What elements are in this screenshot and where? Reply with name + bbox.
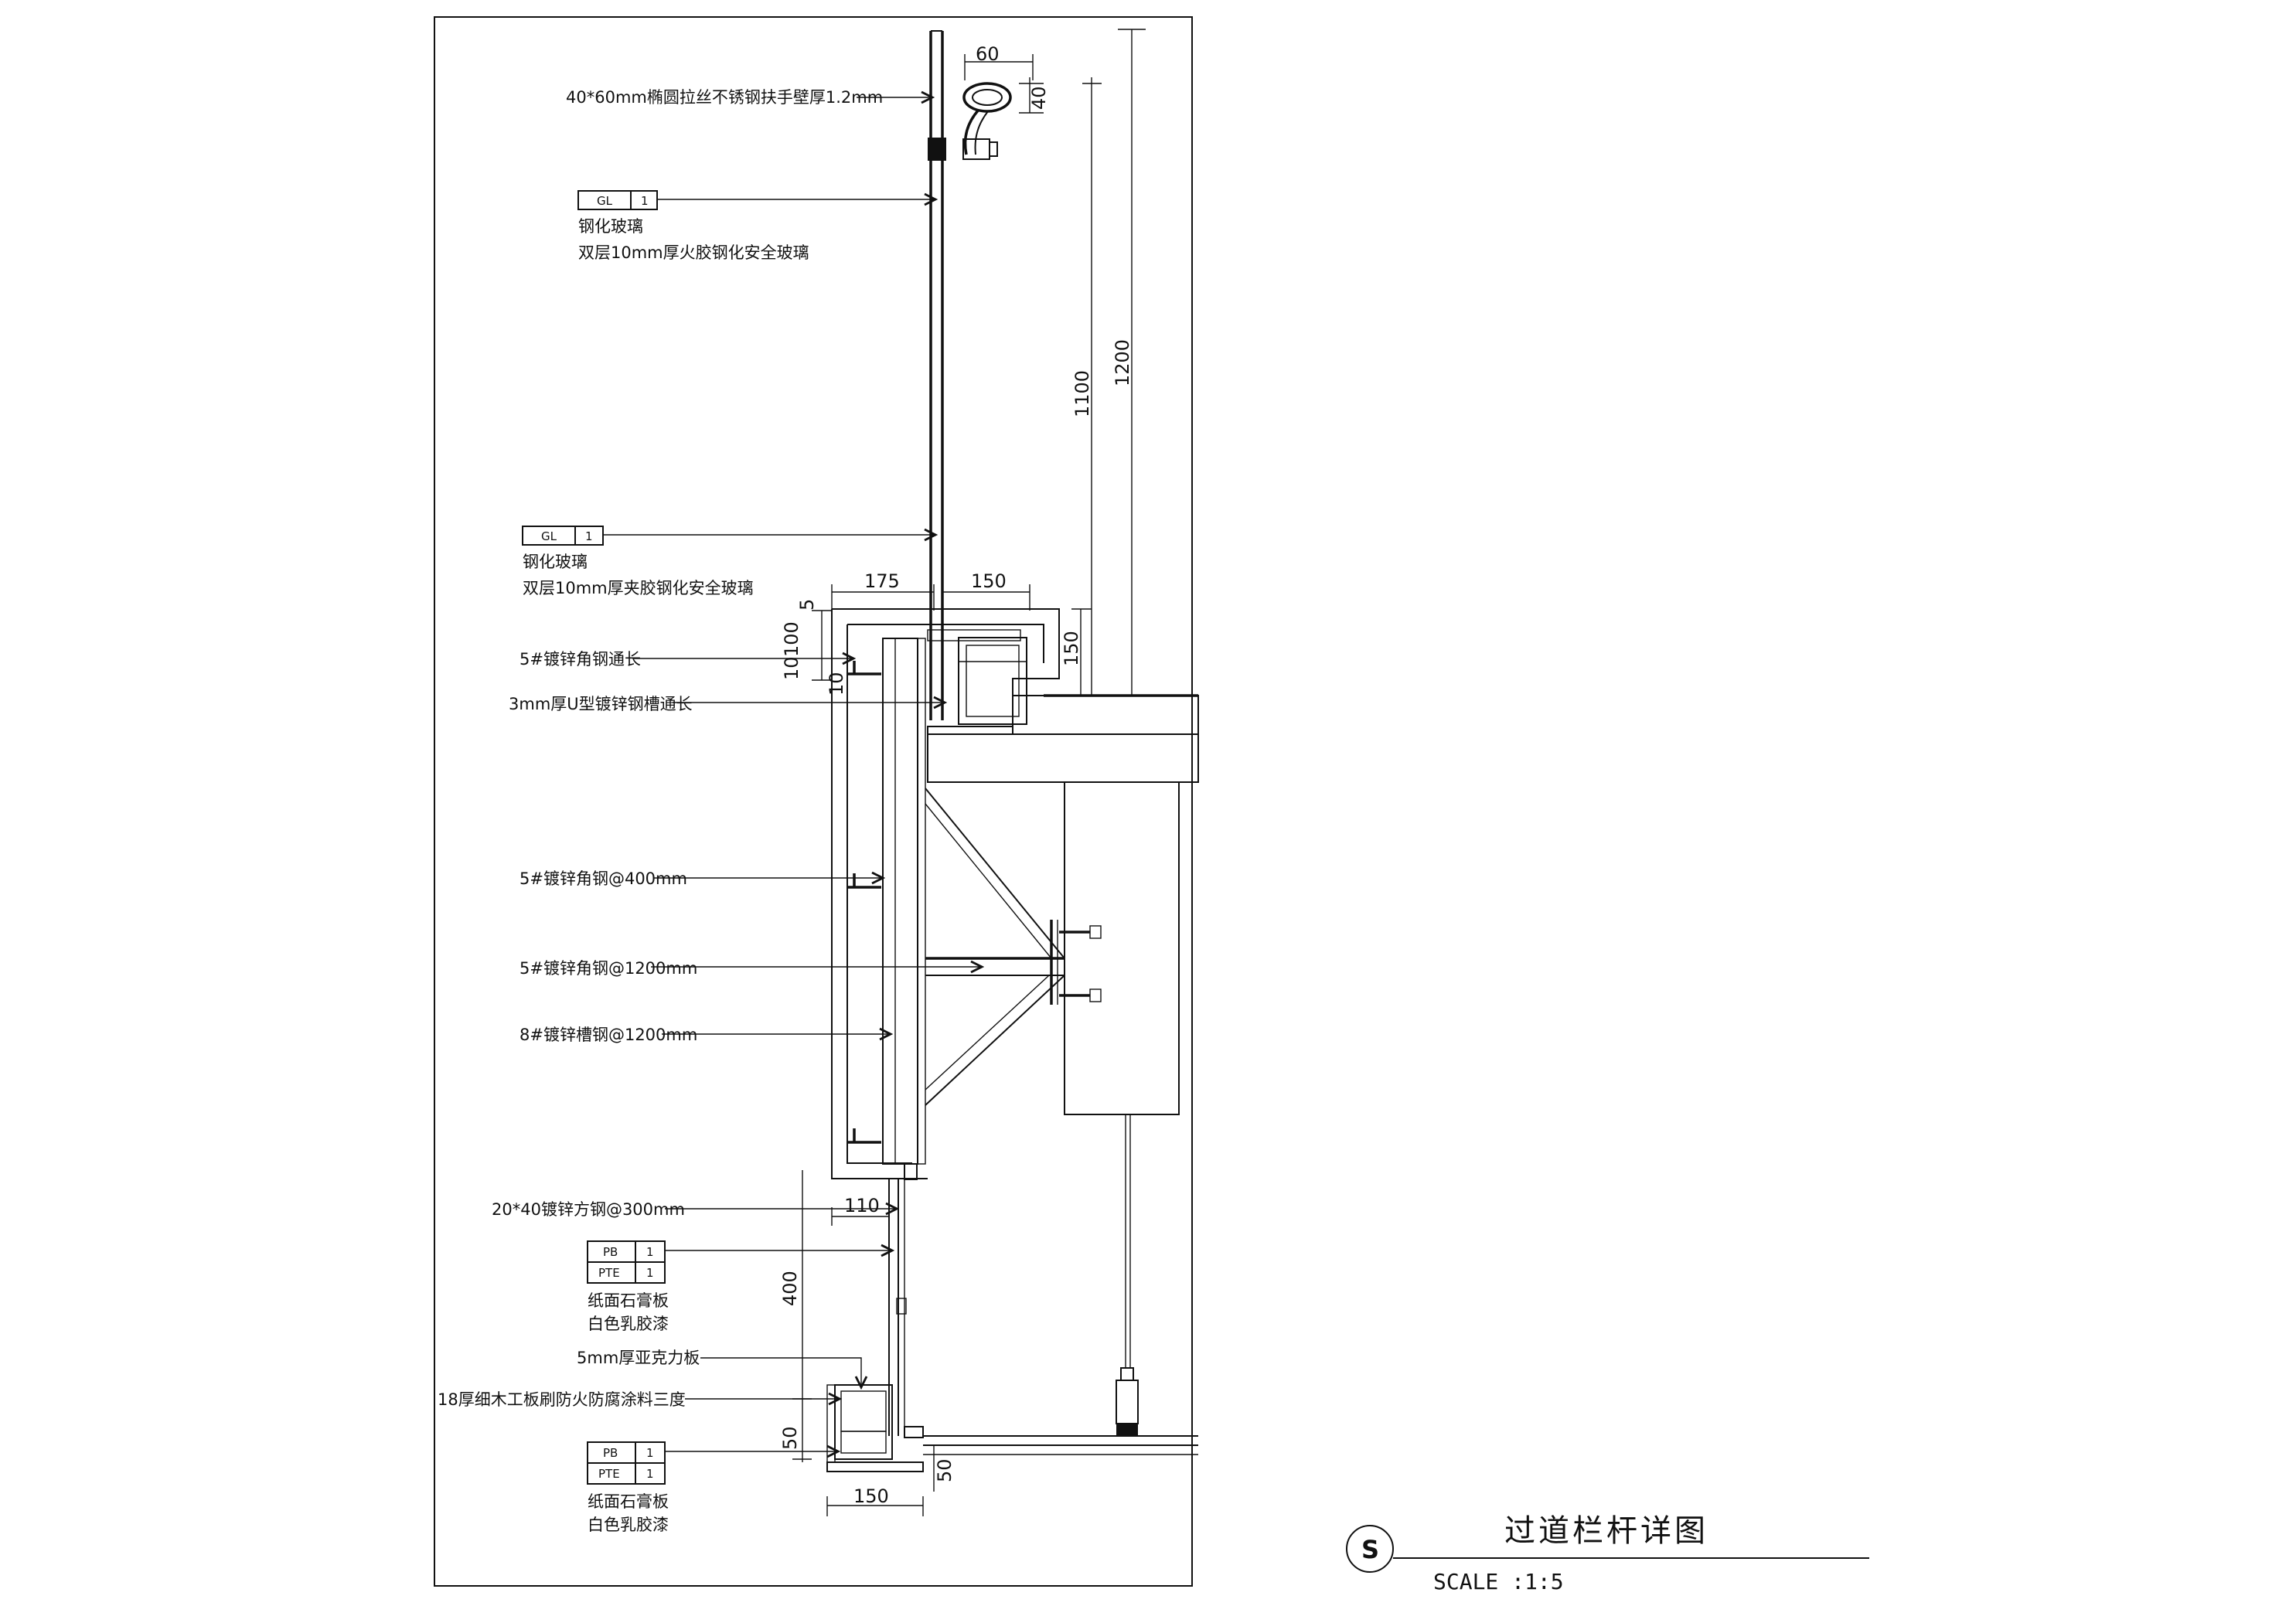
note-plywood: 18厚细木工板刷防火防腐涂料三度 [438,1390,686,1409]
tag-pb-pte-b: PB 1 PTE 1 [587,1441,666,1485]
ceiling-base [826,1384,1198,1472]
note-gypsum-1-line1: 纸面石膏板 [588,1291,669,1310]
tag-gl-a-code: GL [597,194,613,208]
note-gypsum-1-line2: 白色乳胶漆 [588,1315,669,1333]
dim-small-10: 10 [781,656,802,680]
dim-rail-height-1200: 1200 [1112,339,1133,386]
note-square-tube: 20*40镀锌方钢@300mm [492,1200,685,1219]
tag-pb-pte-a: PB 1 PTE 1 [587,1240,666,1284]
tag-pte-a-code: PTE [598,1266,620,1280]
tag-pb-a-number: 1 [646,1245,654,1259]
dim-soffit-400: 400 [779,1271,801,1306]
dim-rail-height-1100: 1100 [1071,370,1093,417]
dim-bottom-50: 50 [779,1426,801,1450]
tag-pte-b-number: 1 [646,1467,654,1481]
tag-pb-a-code: PB [603,1245,618,1259]
dimension-lines [792,29,1146,1516]
note-gypsum-2-line1: 纸面石膏板 [588,1492,669,1511]
note-channel-1200: 8#镀锌槽钢@1200mm [519,1026,697,1044]
tag-gl-b-number: 1 [585,529,593,543]
dim-floor-50: 50 [934,1458,956,1482]
floor-slab [927,694,1199,783]
dim-small-5: 5 [796,599,818,611]
dim-upper-150: 150 [1061,631,1082,666]
tag-pb-b-code: PB [603,1446,618,1460]
drawing-title: 过道栏杆详图 [1504,1513,1708,1549]
handrail-profile [928,82,1012,161]
dim-small-10b: 10 [826,672,847,696]
tag-gl-b: GL 1 [522,526,604,546]
dim-left-projection: 175 [864,570,900,592]
angle-steel-clips [848,661,881,1144]
steel-bracket [925,788,1102,1106]
section-symbol-circle [1346,1525,1394,1573]
note-glass-1-line2: 双层10mm厚火胶钢化安全玻璃 [578,243,809,262]
note-handrail: 40*60mm椭圆拉丝不锈钢扶手壁厚1.2mm [566,88,883,107]
note-gypsum-2-line2: 白色乳胶漆 [588,1516,669,1534]
tag-gl-a-number: 1 [641,194,649,208]
note-angle-through: 5#镀锌角钢通长 [519,650,641,669]
note-u-channel: 3mm厚U型镀锌钢槽通长 [509,695,693,713]
note-acrylic: 5mm厚亚克力板 [577,1349,700,1367]
curb-box [831,608,1060,1179]
drawing-scale: SCALE :1:5 [1433,1569,1564,1594]
tag-gl-a: GL 1 [577,190,658,210]
dim-soffit-110: 110 [844,1195,880,1216]
channel-post [882,638,926,1180]
tag-pte-a-number: 1 [646,1266,654,1280]
section-symbol: S [1361,1535,1379,1564]
tag-pte-b-code: PTE [598,1467,620,1481]
dim-handrail-height: 40 [1028,86,1050,110]
note-angle-400: 5#镀锌角钢@400mm [519,869,687,888]
note-glass-2-line2: 双层10mm厚夹胶钢化安全玻璃 [523,579,754,597]
sheet-frame [434,16,1193,1587]
dim-handrail-width: 60 [976,43,1000,65]
tag-gl-b-code: GL [541,529,557,543]
dim-bottom-150: 150 [853,1485,889,1507]
title-block: S 过道栏杆详图 SCALE :1:5 [1346,1513,1869,1594]
note-angle-1200: 5#镀锌角钢@1200mm [519,959,697,978]
dim-small-100: 100 [781,621,802,657]
ceiling-hanger [1116,1114,1139,1436]
note-glass-2-line1: 钢化玻璃 [523,553,588,571]
dim-right-width: 150 [971,570,1007,592]
tag-pb-b-number: 1 [646,1446,654,1460]
note-glass-1-line1: 钢化玻璃 [578,217,643,236]
concrete-beam [1064,781,1180,1115]
glass-panel [929,30,944,720]
leader-lines [603,97,982,1451]
